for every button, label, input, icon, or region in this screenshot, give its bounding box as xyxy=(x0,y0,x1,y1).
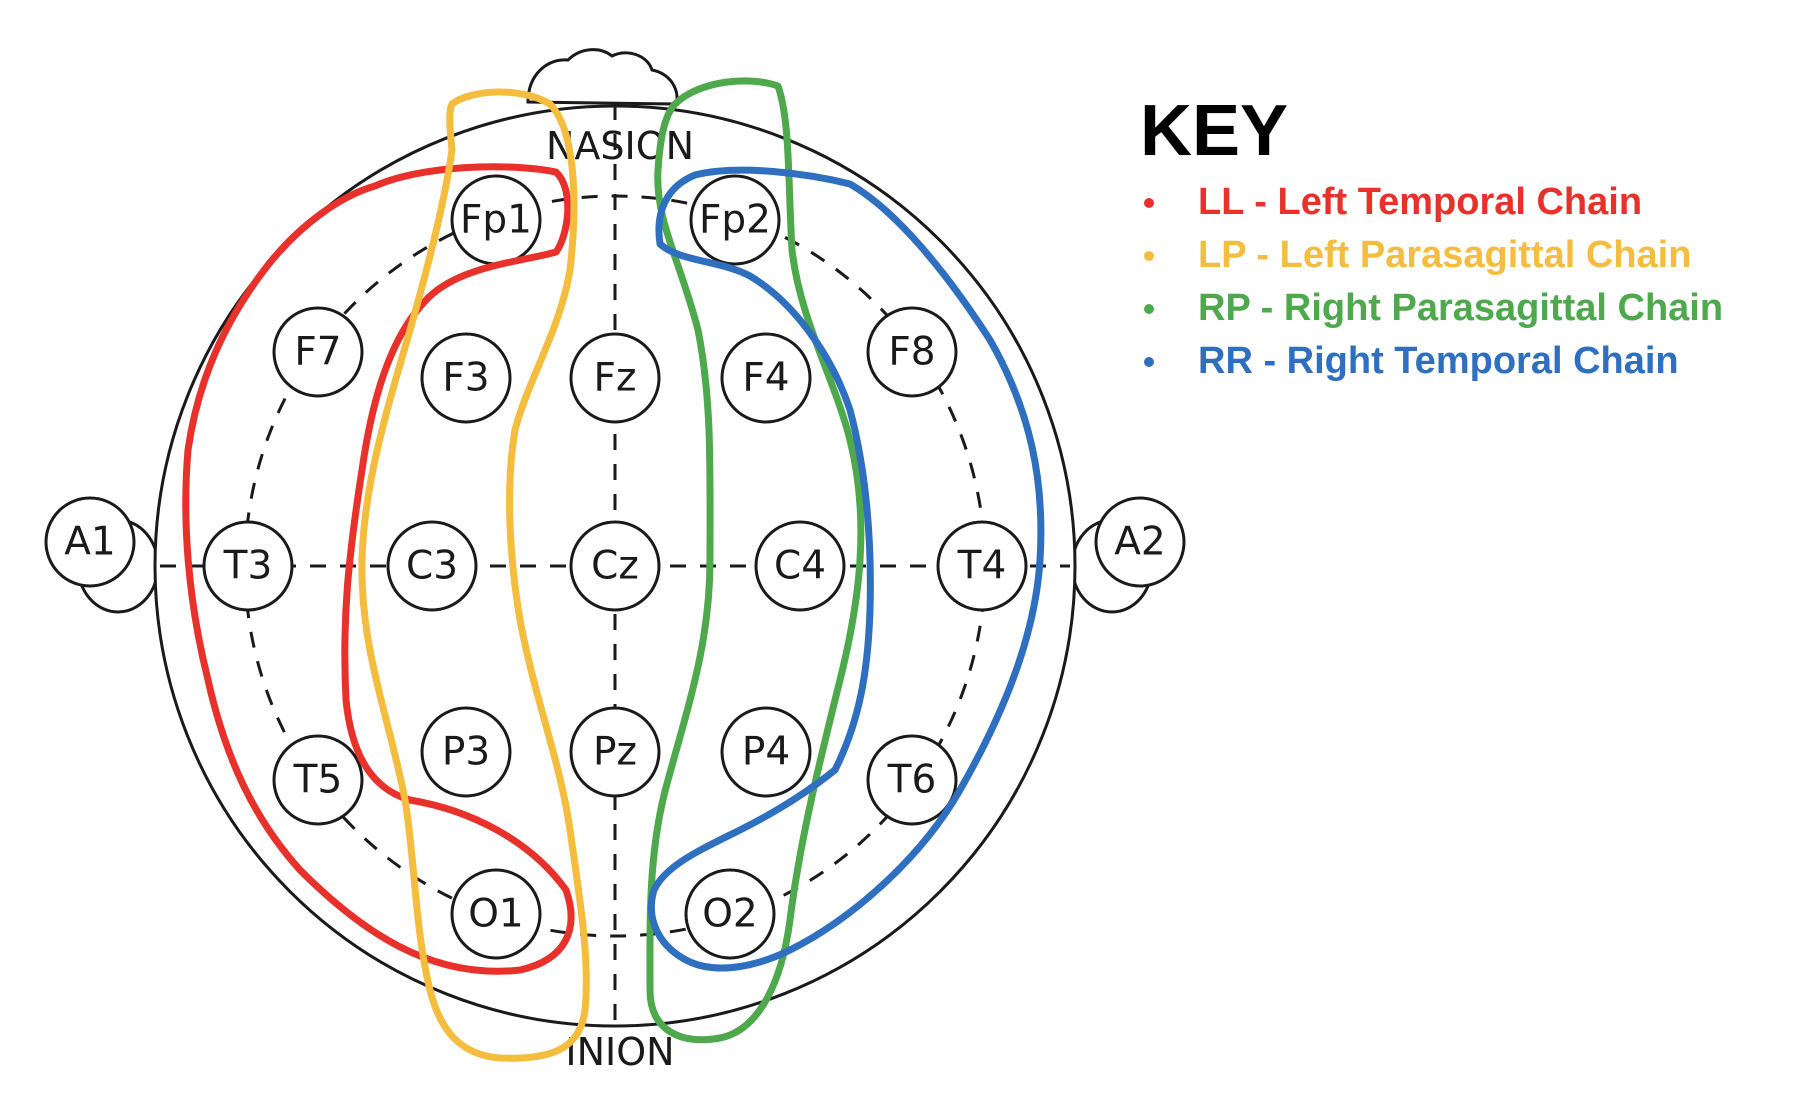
chain-loop-left-temporal xyxy=(182,163,575,975)
electrode-label: T3 xyxy=(223,544,273,589)
key-item-label: LL - Left Temporal Chain xyxy=(1198,181,1643,223)
electrode-label: Fp2 xyxy=(699,198,771,243)
key-item-rp: RP - Right Parasagittal Chain xyxy=(1140,282,1723,335)
electrode-f4 xyxy=(720,332,812,424)
electrode-f3 xyxy=(420,332,512,424)
electrode-t6 xyxy=(866,734,958,826)
key-title: KEY xyxy=(1140,91,1289,171)
electrode-label: F7 xyxy=(294,330,341,375)
key-list: LL - Left Temporal Chain LP - Left Paras… xyxy=(1140,176,1723,388)
nose xyxy=(526,48,679,106)
electrode-a2 xyxy=(1094,496,1186,588)
electrode-label: F8 xyxy=(888,330,935,375)
electrode-c4 xyxy=(754,520,846,612)
electrode-label: Fp1 xyxy=(460,198,532,243)
electrode-label: T4 xyxy=(957,544,1007,589)
key-item-label: RR - Right Temporal Chain xyxy=(1198,340,1679,382)
electrode-fz xyxy=(569,332,661,424)
electrode-t3 xyxy=(202,520,294,612)
chain-loop-right-temporal xyxy=(647,166,1045,972)
electrode-p3 xyxy=(420,706,512,798)
legend-bullet-icon xyxy=(1144,250,1154,261)
electrode-labels: Fp1 Fp2 F7 F3 Fz F4 F8 A1 T3 C3 Cz C4 T4… xyxy=(64,198,1166,937)
electrode-fp2 xyxy=(689,174,781,266)
electrode-label: C3 xyxy=(406,544,458,589)
key-item-rr: RR - Right Temporal Chain xyxy=(1140,335,1723,388)
legend-bullet-icon xyxy=(1144,356,1154,367)
electrode-label: F4 xyxy=(742,356,789,401)
electrode-cz xyxy=(569,520,661,612)
electrode-label: P3 xyxy=(442,730,490,775)
key-item-label: RP - Right Parasagittal Chain xyxy=(1198,287,1724,329)
electrode-label: Pz xyxy=(593,730,637,775)
key-item-label: LP - Left Parasagittal Chain xyxy=(1198,234,1692,276)
electrode-t5 xyxy=(272,734,364,826)
key-item-lp: LP - Left Parasagittal Chain xyxy=(1140,229,1723,282)
electrode-p4 xyxy=(720,706,812,798)
chain-loops xyxy=(182,77,1045,1062)
electrode-label: T5 xyxy=(293,758,343,803)
electrode-o1 xyxy=(450,868,542,960)
electrode-label: O1 xyxy=(468,892,524,937)
electrode-a1 xyxy=(44,496,136,588)
key-item-ll: LL - Left Temporal Chain xyxy=(1140,176,1723,229)
inion-label: INION xyxy=(565,1030,674,1074)
electrode-label: O2 xyxy=(702,892,758,937)
legend-key: KEY LL - Left Temporal Chain LP - Left P… xyxy=(1140,92,1723,388)
electrode-label: P4 xyxy=(742,730,790,775)
electrodes xyxy=(44,174,1186,960)
electrode-label: A1 xyxy=(64,520,116,565)
electrode-f8 xyxy=(866,306,958,398)
electrode-label: C4 xyxy=(774,544,826,589)
legend-bullet-icon xyxy=(1144,303,1154,314)
electrode-f7 xyxy=(272,306,364,398)
electrode-t4 xyxy=(936,520,1028,612)
electrode-c3 xyxy=(386,520,478,612)
electrode-label: T6 xyxy=(887,758,937,803)
electrode-label: Cz xyxy=(591,544,639,589)
electrode-label: F3 xyxy=(442,356,489,401)
chain-loop-left-parasagittal xyxy=(358,88,590,1062)
electrode-label: A2 xyxy=(1114,520,1166,565)
electrode-label: Fz xyxy=(594,356,637,401)
legend-bullet-icon xyxy=(1144,197,1154,208)
electrode-o2 xyxy=(684,868,776,960)
chain-loop-right-parasagittal xyxy=(646,77,865,1044)
electrode-pz xyxy=(569,706,661,798)
